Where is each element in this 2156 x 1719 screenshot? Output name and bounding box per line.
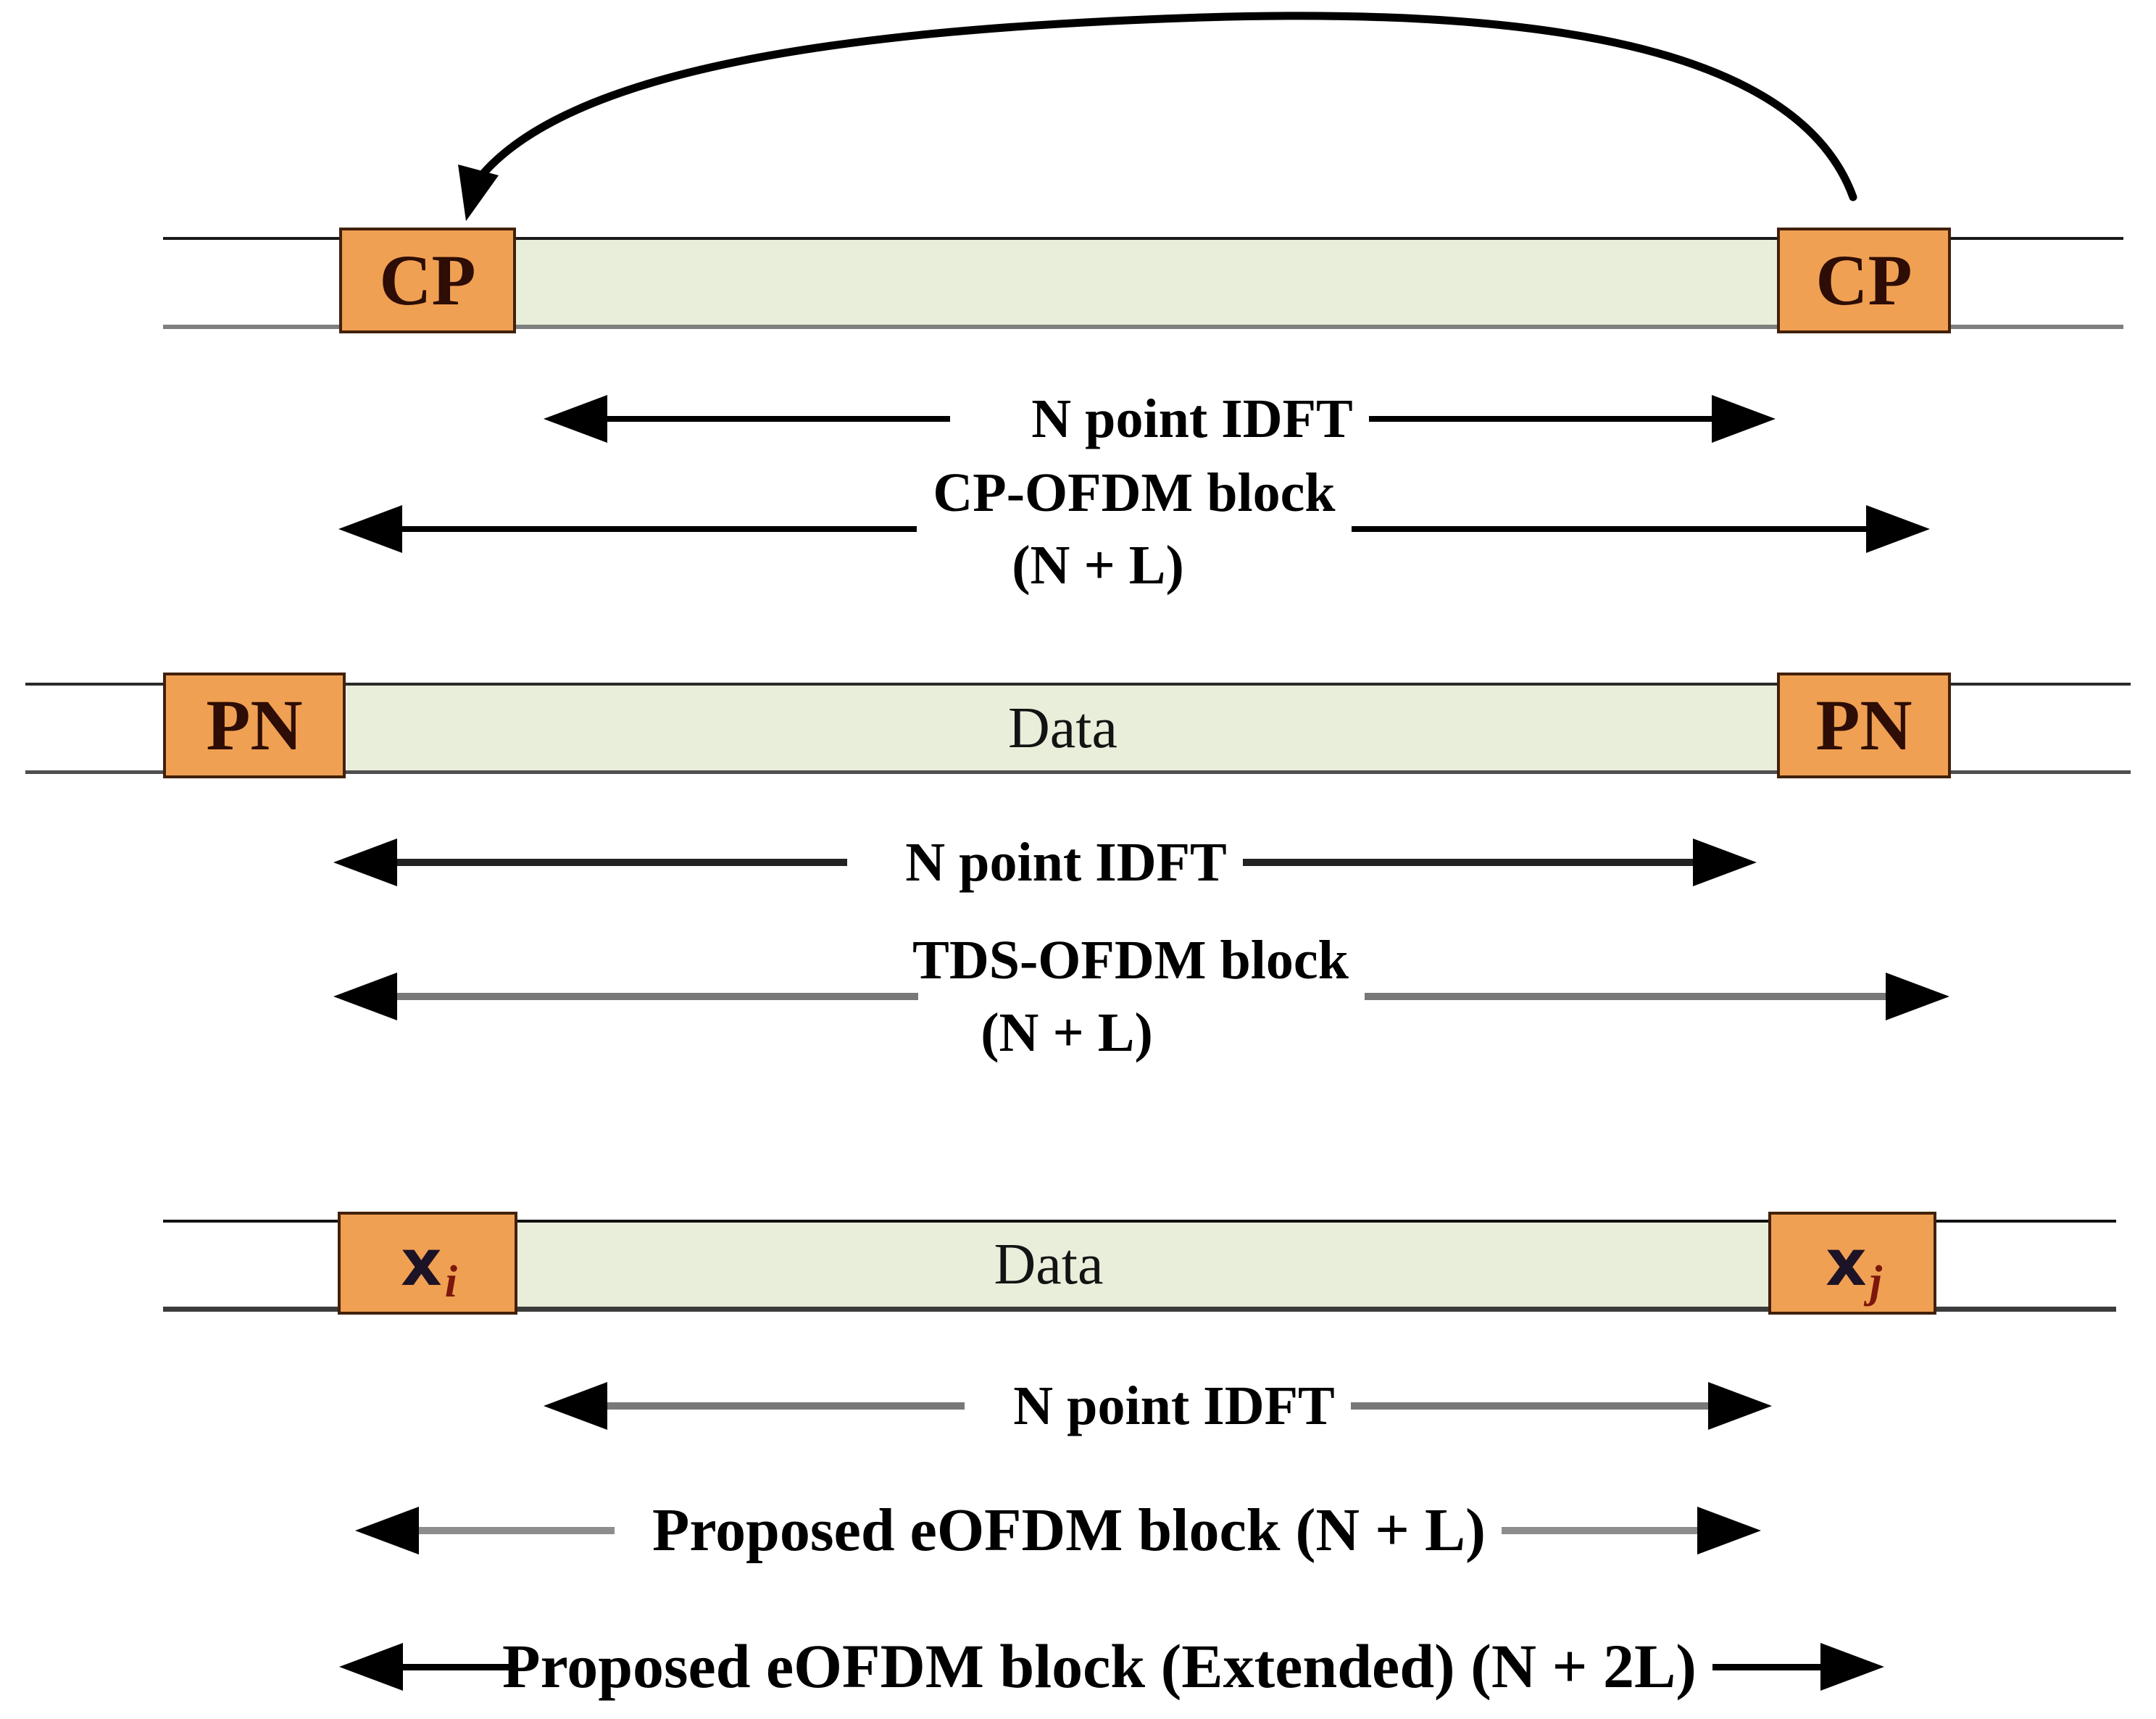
arrow-head-left-icon [544,1382,607,1430]
row2-block-label-stack: TDS-OFDM block (N + L) [896,924,1365,1070]
row3-rail-top-line [163,1220,2116,1223]
arrow-head-right-icon [1866,505,1930,553]
row3-xj-base: x [1826,1225,1867,1300]
row2-idft-label: N point IDFT [905,831,1227,893]
row2-block-measure-arrow: TDS-OFDM block (N + L) [333,930,1950,1063]
arrow-head-left-icon [355,1507,419,1554]
row2-right-pn-box: PN [1777,673,1951,778]
row2-data-segment: Data [346,686,1779,770]
arrow-head-left-icon [333,838,397,886]
row3-data-label: Data [994,1233,1104,1296]
row3-extended-label: Proposed eOFDM block (Extended) (N + 2L) [502,1631,1697,1702]
row1-left-cp-box: CP [339,228,516,333]
arrow-head-right-icon [1708,1382,1773,1430]
arrow-head-right-icon [1712,395,1776,443]
row1-idft-measure-arrow: N point IDFT [544,375,1776,462]
row3-idft-label: N point IDFT [1013,1375,1335,1436]
arrow-head-right-icon [1693,838,1757,886]
row1-left-cp-label: CP [379,240,476,320]
row3-xj-subscript: j [1869,1257,1882,1307]
row1-right-cp-box: CP [1777,228,1951,333]
row1-block-label-stack: CP-OFDM block (N + L) [917,457,1351,602]
row1-block-size: (N + L) [1012,535,1184,596]
row1-block-title: CP-OFDM block [933,462,1336,523]
arrow-head-right-icon [1697,1507,1762,1554]
row3-data-segment: Data [516,1223,1770,1307]
row3-proposed-block-measure-arrow: Proposed eOFDM block (N + L) [355,1487,1762,1574]
arrow-head-right-icon [1820,1643,1884,1691]
row1-rail-bottom-line [163,325,2123,329]
arrow-head-left-icon [338,505,402,553]
arrow-head-left-icon [544,395,607,443]
row1-idft-label: N point IDFT [1031,388,1353,449]
row1-data-segment [516,240,1777,325]
row1-block-measure-arrow: CP-OFDM block (N + L) [338,462,1930,596]
row1-rail-top-line [163,237,2123,240]
row2-block-size: (N + L) [981,1002,1153,1063]
row2-idft-measure-arrow: N point IDFT [333,819,1757,906]
row3-proposed-label: Proposed eOFDM block (N + L) [652,1497,1486,1565]
row3-extended-block-measure-arrow: Proposed eOFDM block (Extended) (N + 2L) [339,1623,1884,1710]
row2-rail-top-line [25,683,2131,686]
arrow-head-left-icon [333,973,397,1020]
row2-right-pn-label: PN [1815,685,1912,765]
row1-right-cp-label: CP [1815,240,1912,320]
arrow-head-right-icon [1886,973,1950,1020]
row2-left-pn-label: PN [206,685,303,765]
arrow-head-left-icon [339,1643,403,1691]
row2-rail-bottom-line [25,770,2131,774]
row2-left-pn-box: PN [163,673,346,778]
row3-rail-bottom-line [163,1307,2116,1312]
row3-xi-base: x [401,1225,442,1300]
row2-block-title: TDS-OFDM block [912,929,1349,991]
row2-data-label: Data [1007,696,1117,760]
row3-xi-subscript: i [444,1257,457,1307]
row3-idft-measure-arrow: N point IDFT [544,1362,1773,1449]
